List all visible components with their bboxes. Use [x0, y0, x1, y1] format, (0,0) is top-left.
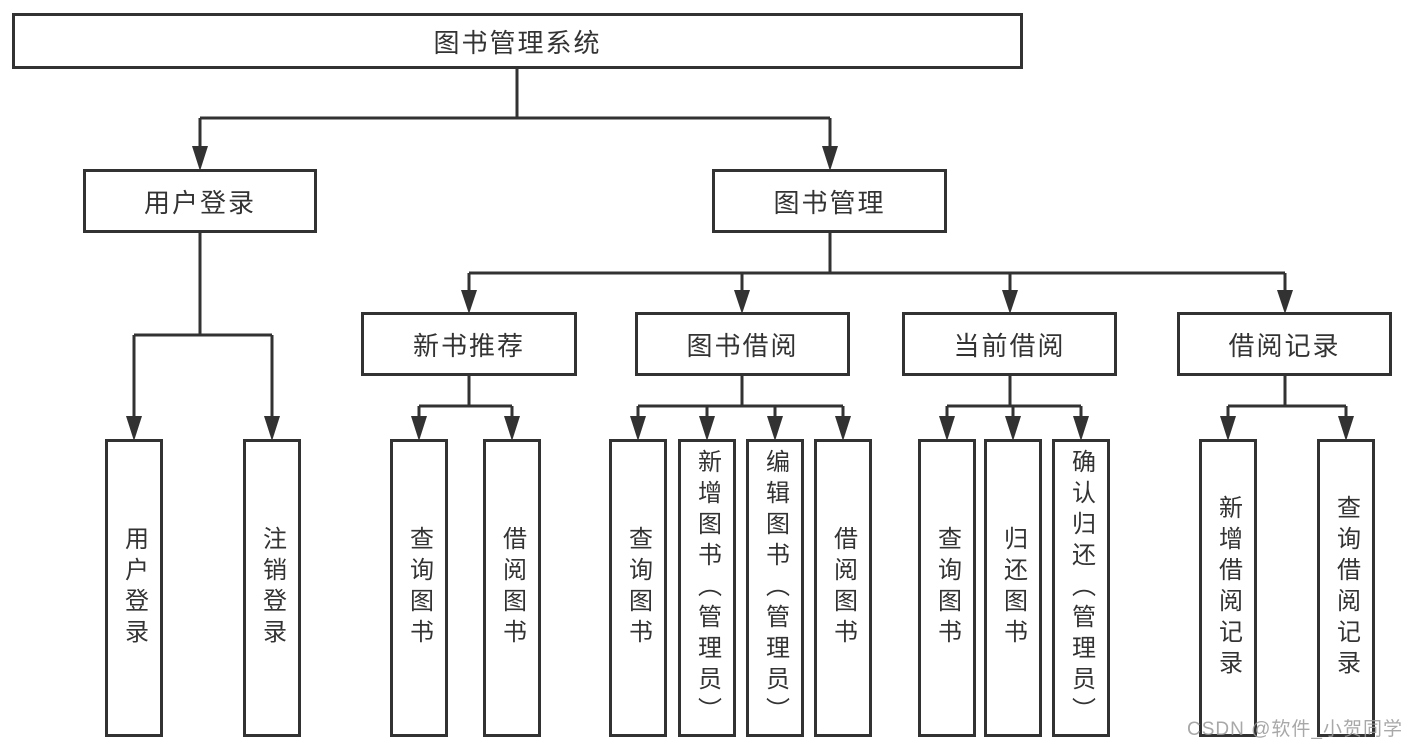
arrow-down-icon [461, 290, 477, 314]
leaf-query-books-borrow: 查询图书 [609, 439, 667, 737]
leaf-edit-book-admin: 编辑图书（管理员） [746, 439, 804, 737]
arrow-down-icon [1073, 416, 1089, 441]
arrow-down-icon [939, 416, 955, 441]
arrow-down-icon [1277, 290, 1293, 314]
arrow-down-icon [1002, 290, 1018, 314]
leaf-borrow-books: 借阅图书 [814, 439, 872, 737]
arrow-down-icon [1338, 416, 1354, 441]
node-new-book-recommend: 新书推荐 [361, 312, 577, 376]
arrow-down-icon [734, 290, 750, 314]
leaf-confirm-return-admin: 确认归还（管理员） [1052, 439, 1110, 737]
leaf-return-books: 归还图书 [984, 439, 1042, 737]
arrow-down-icon [1220, 416, 1236, 441]
node-user-login: 用户登录 [83, 169, 317, 233]
arrow-down-icon [264, 416, 280, 441]
leaf-query-books-recommend: 查询图书 [390, 439, 448, 737]
arrow-down-icon [699, 416, 715, 441]
arrow-down-icon [411, 416, 427, 441]
leaf-user-login: 用户登录 [105, 439, 163, 737]
node-root-system: 图书管理系统 [12, 13, 1023, 69]
csdn-watermark: CSDN @软件_小贺同学 [1187, 719, 1403, 740]
leaf-add-book-admin: 新增图书（管理员） [678, 439, 736, 737]
leaf-query-books-current: 查询图书 [918, 439, 976, 737]
arrow-down-icon [504, 416, 520, 441]
arrow-down-icon [192, 146, 208, 171]
arrow-down-icon [1005, 416, 1021, 441]
leaf-borrow-books-recommend: 借阅图书 [483, 439, 541, 737]
leaf-logout: 注销登录 [243, 439, 301, 737]
arrow-down-icon [126, 416, 142, 441]
arrow-down-icon [630, 416, 646, 441]
node-book-management: 图书管理 [712, 169, 947, 233]
arrow-down-icon [822, 146, 838, 171]
node-current-borrow: 当前借阅 [902, 312, 1117, 376]
arrow-down-icon [767, 416, 783, 441]
node-book-borrow: 图书借阅 [635, 312, 850, 376]
leaf-add-borrow-record: 新增借阅记录 [1199, 439, 1257, 737]
leaf-query-borrow-record: 查询借阅记录 [1317, 439, 1375, 737]
arrow-down-icon [835, 416, 851, 441]
node-borrow-records: 借阅记录 [1177, 312, 1392, 376]
